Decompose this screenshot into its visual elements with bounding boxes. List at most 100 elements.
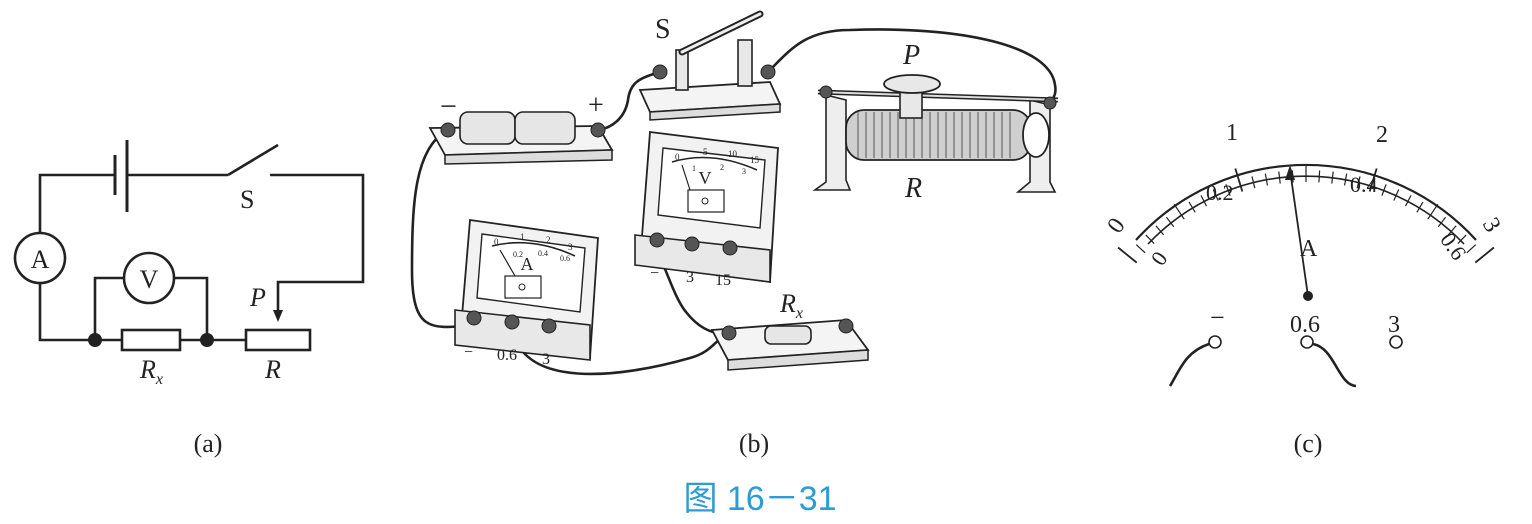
scale-tick [1356,176,1361,189]
scale-tick [1437,216,1447,228]
ammeter-scale-1: 1 [520,232,525,242]
voltmeter-b [634,130,779,284]
scale-arc-inner [1147,175,1465,245]
scale-tick [1427,203,1439,220]
wire-a-right [270,173,365,315]
voltmeter-scale-inner-3: 3 [742,167,746,176]
voltmeter-scale-5: 5 [703,147,708,157]
rheostat-label-b: R [904,173,922,204]
meter-face-c: A 0 1 2 3 0 0.2 0.4 0.6 − 0.6 3 (c) [1102,120,1505,458]
scale-tick [1225,184,1231,196]
scale-tick [1251,176,1256,189]
scale-tick [1135,244,1146,254]
slider-arrow [273,310,283,322]
scale-tick [1188,201,1196,213]
scale-tick [1173,203,1185,220]
battery-b [428,111,614,165]
slider-label-b: P [902,40,920,71]
circuit-diagram-a: A V S P Rx R (a) [13,140,365,458]
wire-battery-to-ammeter [410,128,471,329]
voltmeter-scale-10: 10 [728,149,738,159]
voltmeter-scale-inner-2: 2 [720,163,724,172]
scale-tick [1145,234,1155,244]
ammeter-b [454,218,599,361]
rheostat-a [244,328,312,352]
terminal-3 [1389,335,1403,349]
outer-scale-3: 3 [1477,213,1506,236]
switch-a-blade [227,143,279,177]
inner-scale-04: 0.4 [1350,172,1378,197]
scale-tick [1278,171,1281,184]
wire-a-left-top [38,173,115,255]
voltmeter-scale-0: 0 [675,152,680,162]
rheostat-b [812,74,1059,193]
scale-tick [1331,171,1334,184]
terminal-06 [1300,335,1314,349]
ammeter-label-a: A [31,245,50,274]
wire-a-volt-right [174,276,209,340]
ammeter-scale-inner-06: 0.6 [560,254,570,263]
scale-tick [1447,225,1457,236]
scale-tick [1416,201,1424,213]
terminal-label-06: 0.6 [1290,312,1320,338]
inner-scale-02: 0.2 [1206,180,1234,205]
knife-switch-b [638,10,782,121]
wire-a-volt-left [93,276,124,340]
switch-label-a: S [240,185,254,214]
rx-label-a: Rx [139,355,163,388]
scale-tick [1318,170,1321,183]
scale-tick [1200,195,1207,207]
needle-pivot [1303,291,1313,301]
figure-title: 图 16－31 [683,480,836,518]
scale-tick [1234,168,1244,192]
scale-tick [1165,216,1175,228]
outer-scale-2: 2 [1376,122,1388,148]
scale-tick [1457,234,1467,244]
needle-tip [1285,165,1295,180]
ammeter-terminal-3: 3 [542,351,550,368]
wire-switch-to-rheostat [767,28,1057,106]
scale-tick [1368,168,1378,192]
voltmeter-label-a: V [140,265,159,294]
outer-scale-1: 1 [1226,120,1238,146]
terminal-label-3: 3 [1388,312,1400,338]
caption-b: (b) [739,429,769,458]
scale-tick [1393,189,1400,201]
scale-tick [1155,225,1165,236]
switch-label-b: S [655,14,671,45]
battery-neg-label: − [440,90,457,123]
outer-scale-0: 0 [1102,213,1130,238]
scale-tick [1264,173,1269,186]
ammeter-scale-2: 2 [546,235,551,245]
voltmeter-terminal-neg: − [650,265,659,282]
resistor-rx-b [710,318,870,371]
voltmeter-symbol-b: V [699,168,712,188]
wire-c-neg [1168,342,1210,387]
ammeter-terminal-neg: − [464,344,473,361]
wire-ammeter-to-rx [510,325,726,376]
wire-battery-to-switch [597,70,661,132]
scale-tick [1466,244,1477,254]
ammeter-scale-0: 0 [494,237,499,247]
scale-tick [1212,189,1219,201]
ammeter-symbol-b: A [521,254,534,274]
apparatus-b: S − + [410,10,1059,458]
inner-scale-06: 0.6 [1435,228,1471,265]
caption-c: (c) [1294,429,1323,458]
voltmeter-terminal-3: 3 [686,269,694,286]
ammeter-scale-3: 3 [568,242,573,252]
meter-symbol-c: A [1300,236,1318,262]
scale-ticks [1117,164,1495,264]
wire-a-bottom-left [38,283,95,342]
voltmeter-scale-inner-1: 1 [692,164,696,173]
scale-tick [1405,195,1412,207]
resistor-rx-a [120,328,182,352]
wire-c-06 [1312,342,1357,388]
terminal-label-neg: − [1210,303,1225,332]
battery-pos-label: + [588,90,604,121]
caption-a: (a) [194,429,223,458]
voltmeter-symbol-a [122,251,176,305]
rx-label-b: Rx [779,289,803,322]
ammeter-terminal-06: 0.6 [497,347,517,364]
ammeter-scale-inner-04: 0.4 [538,249,548,258]
